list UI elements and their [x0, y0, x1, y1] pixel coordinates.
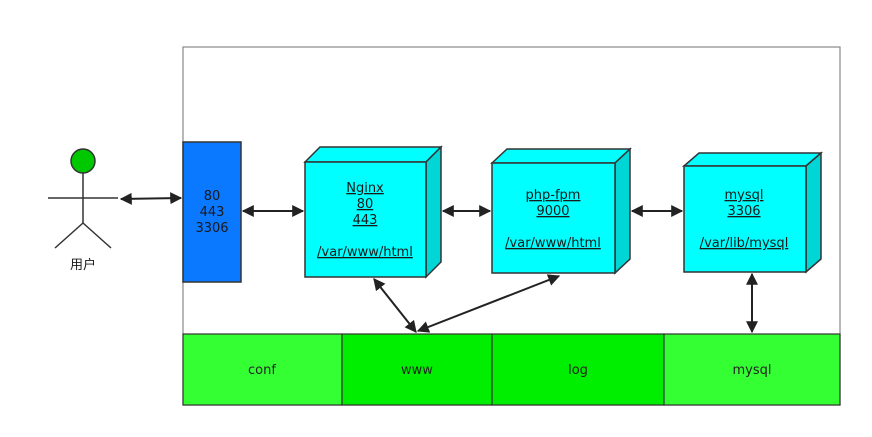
- nginx-port-80: 80: [357, 197, 374, 212]
- mysql-port-3306: 3306: [727, 204, 760, 219]
- volumes-strip: conf www log mysql: [182, 333, 841, 406]
- container-php-fpm: php-fpm 9000 /var/www/html: [490, 147, 632, 275]
- ports-box-port-80: 80: [204, 189, 221, 204]
- nginx-path: /var/www/html: [317, 245, 413, 260]
- ports-box-port-443: 443: [200, 205, 225, 220]
- volume-www-label: www: [401, 363, 433, 378]
- user-label: 用户: [70, 257, 96, 273]
- edge-user-ports: [119, 192, 183, 205]
- nginx-port-443: 443: [353, 213, 378, 228]
- volume-log-label: log: [568, 363, 588, 378]
- ports-box: 80 443 3306: [182, 141, 242, 283]
- nginx-name: Nginx: [346, 181, 384, 196]
- volume-www: [341, 333, 493, 406]
- mysql-path: /var/lib/mysql: [700, 236, 789, 251]
- volume-mysql-label: mysql: [733, 363, 772, 378]
- ports-box-port-3306: 3306: [195, 221, 228, 236]
- mysql-name: mysql: [725, 188, 764, 203]
- volume-log: [491, 333, 665, 406]
- edge-nginx-www: [373, 278, 417, 333]
- volume-conf-label: conf: [248, 363, 276, 378]
- php-port-9000: 9000: [536, 204, 569, 219]
- user-actor: 用户: [48, 148, 118, 273]
- php-name: php-fpm: [526, 188, 581, 203]
- volume-mysql: [663, 333, 841, 406]
- container-nginx: Nginx 80 443 /var/www/html: [303, 145, 443, 279]
- edge-php-www: [416, 274, 561, 333]
- user-head-icon: [70, 148, 96, 174]
- container-mysql: mysql 3306 /var/lib/mysql: [681, 151, 824, 274]
- php-path: /var/www/html: [505, 236, 601, 251]
- connectors: [119, 192, 758, 334]
